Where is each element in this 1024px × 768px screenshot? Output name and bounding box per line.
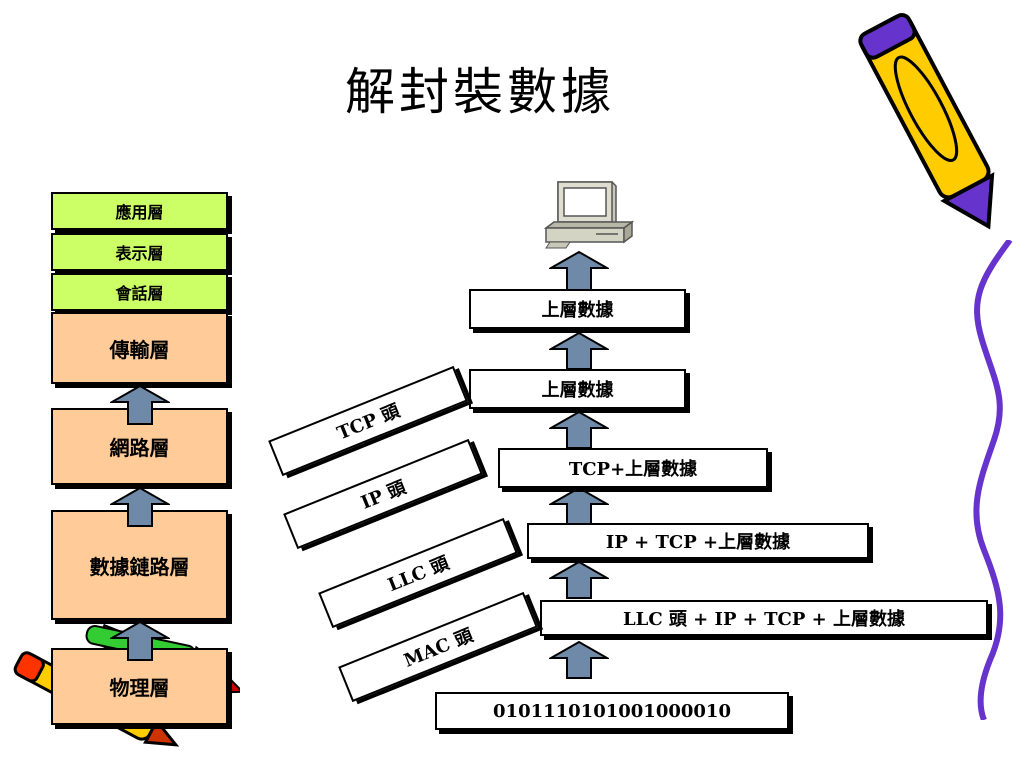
arrow-up-icon [549, 486, 609, 525]
computer-icon [543, 181, 635, 249]
data-box-bits: 0101110101001000010 [435, 692, 789, 730]
arrow-up-icon [549, 331, 609, 370]
layer-datalink: 數據鏈路層 [51, 510, 228, 620]
arrow-up-icon [549, 410, 609, 449]
data-box-transport: 上層數據 [469, 369, 686, 409]
data-box-upper: 上層數據 [469, 289, 686, 329]
data-box-network: TCP+上層數據 [498, 448, 768, 488]
arrow-up-icon [110, 486, 170, 527]
page-title: 解封裝數據 [345, 63, 615, 121]
data-box-llc: IP + TCP +上層數據 [527, 523, 869, 559]
arrow-up-icon [110, 620, 170, 661]
layer-application: 應用層 [51, 192, 228, 230]
wavy-line-decoration [973, 240, 1013, 720]
layer-session: 會話層 [51, 273, 228, 311]
arrow-up-icon [110, 384, 170, 425]
data-box-mac: LLC 頭 + IP + TCP + 上層數據 [540, 600, 988, 636]
layer-presentation: 表示層 [51, 233, 228, 271]
layer-transport: 傳輸層 [51, 312, 228, 384]
arrow-up-icon [549, 250, 609, 291]
pencil-icon [858, 13, 995, 230]
arrow-up-icon [549, 640, 609, 679]
arrow-up-icon [549, 560, 609, 599]
